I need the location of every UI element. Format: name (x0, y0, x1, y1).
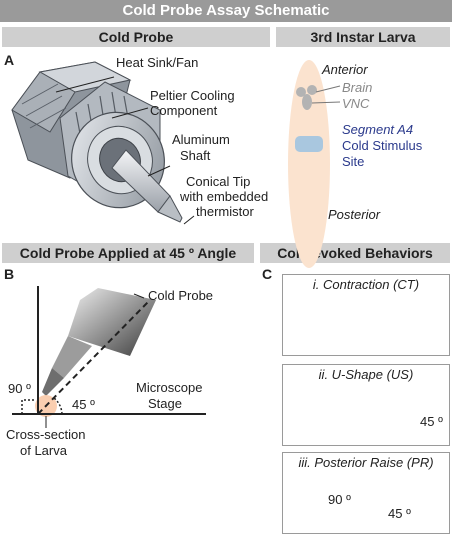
larva-body (288, 60, 330, 268)
cross-section-label-2: of Larva (20, 443, 67, 458)
angle-90-label: 90 º (8, 381, 31, 396)
anterior-label: Anterior (322, 62, 368, 77)
probe-cone (68, 288, 156, 356)
aluminum-shaft (111, 149, 183, 223)
behavior-box-contraction: i. Contraction (CT) (282, 274, 450, 356)
behavior-label: ii. U-Shape (US) (318, 367, 414, 382)
vnc (302, 94, 312, 110)
behavior-label: iii. Posterior Raise (PR) (298, 455, 434, 470)
brain-lobe-left (296, 87, 306, 97)
heat-sink-label: Heat Sink/Fan (116, 55, 199, 70)
probe-tip (42, 368, 64, 396)
panel-c-letter: C (262, 266, 273, 282)
probe-neck (52, 336, 92, 378)
probe-axis (37, 299, 151, 415)
behavior-box-raise: iii. Posterior Raise (PR) (282, 452, 450, 534)
segment-label: Segment A4 (342, 122, 414, 137)
stimulus-site (295, 136, 323, 152)
behavior-box-ushape: ii. U-Shape (US) (282, 364, 450, 446)
tip-label-1: Conical Tip (186, 174, 251, 189)
raise-angle-90-label: 90 º (328, 492, 351, 507)
peltier-label-2: Component (150, 103, 218, 118)
angle-45-label: 45 º (72, 397, 95, 412)
aluminum-label-2: Shaft (180, 148, 211, 163)
larva-title: 3rd Instar Larva (276, 27, 450, 47)
panel-a-letter: A (4, 52, 15, 68)
aluminum-label-1: Aluminum (172, 132, 230, 147)
cold-probe-title: Cold Probe (2, 27, 270, 47)
microscope-label-1: Microscope (136, 380, 203, 395)
panel-b-letter: B (4, 266, 15, 282)
cold-probe-label: Cold Probe (148, 288, 214, 303)
vnc-label: VNC (342, 96, 370, 111)
header-title: Cold Probe Assay Schematic (0, 0, 452, 22)
larva-diagram (288, 60, 341, 268)
peltier-label-1: Peltier Cooling (150, 88, 235, 103)
cross-section-label-1: Cross-section (6, 427, 86, 442)
stimulus-label-2: Site (342, 154, 365, 169)
brain-label: Brain (342, 80, 373, 95)
panel-b-title: Cold Probe Applied at 45 º Angle (2, 243, 254, 263)
angle-diagram (12, 286, 206, 428)
tip-label-2: with embedded (180, 189, 269, 204)
stimulus-label-1: Cold Stimulus (342, 138, 423, 153)
behavior-label: i. Contraction (CT) (312, 277, 420, 292)
microscope-label-2: Stage (148, 396, 182, 411)
posterior-label: Posterior (328, 207, 381, 222)
brain-lobe-right (307, 85, 317, 95)
ushape-angle-label: 45 º (420, 414, 443, 429)
tip-label-3: thermistor (196, 204, 254, 219)
raise-angle-45-label: 45 º (388, 506, 411, 521)
